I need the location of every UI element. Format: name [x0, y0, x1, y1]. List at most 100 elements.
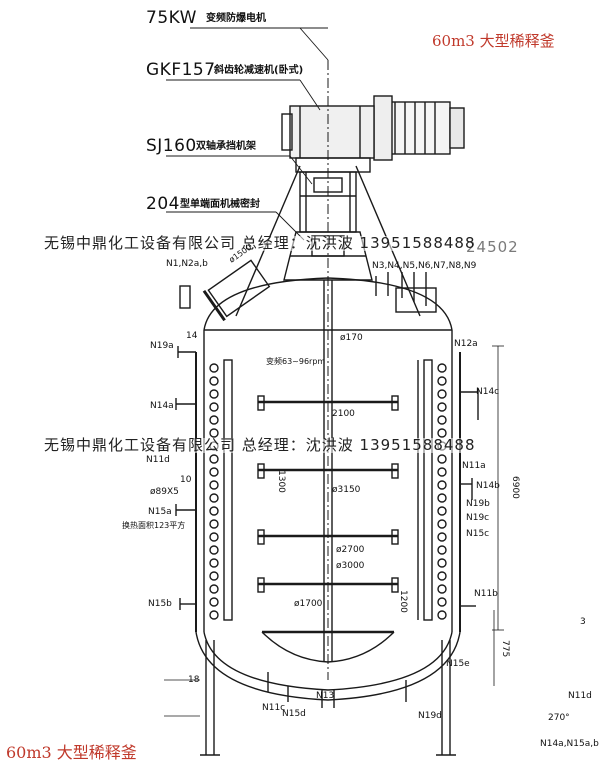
drawing-title-top: 60m3 大型稀释釜 — [432, 32, 555, 50]
coil-circle — [209, 493, 219, 503]
dim-1200: 1200 — [398, 590, 408, 613]
nozzle-n19d: N19d — [418, 711, 442, 721]
coil-circle — [437, 597, 447, 607]
dim-angle-270: 270° — [548, 713, 570, 723]
nozzle-n15b: N15b — [148, 599, 172, 609]
coil-circle — [209, 428, 219, 438]
dim-shaft: ø170 — [340, 333, 363, 343]
coil-circle — [209, 571, 219, 581]
nozzle-n1-group: N1,N2a,b — [166, 259, 208, 269]
watermark-1: 无锡中鼎化工设备有限公司 总经理：沈洪波 13951588488 — [44, 234, 476, 252]
nozzle-n14-bottom-group: N14a,N15a,b — [540, 739, 599, 749]
coil-circle — [437, 428, 447, 438]
coil-circle — [437, 610, 447, 620]
dim-10: 10 — [180, 475, 192, 485]
nozzle-n11a: N11a — [462, 461, 486, 471]
dim-1300: 1300 — [276, 470, 286, 493]
coil-circle — [437, 584, 447, 594]
coil-circle — [209, 467, 219, 477]
nozzle-n14a: N14a — [150, 401, 174, 411]
callout-motor-code: 75KW — [146, 8, 197, 28]
coil-circle — [437, 415, 447, 425]
callout-frame-code: SJ160 — [146, 136, 197, 156]
impeller-bottom — [261, 630, 395, 663]
coil-circle — [437, 558, 447, 568]
callout-seal-desc: 型单端面机械密封 — [180, 199, 260, 210]
vessel-bottom-head — [203, 631, 453, 691]
callout-frame-desc: 双轴承挡机架 — [196, 141, 256, 152]
coil-circle — [437, 467, 447, 477]
nozzle-n11c: N11c — [262, 703, 286, 713]
nozzle-n11b: N11b — [474, 589, 498, 599]
coil-circle — [437, 402, 447, 412]
motor-body — [387, 101, 451, 155]
coil-circle — [209, 558, 219, 568]
watermark-2: 无锡中鼎化工设备有限公司 总经理：沈洪波 13951588488 — [44, 436, 476, 454]
impeller-1 — [257, 395, 399, 411]
coil-circle — [437, 532, 447, 542]
dim-3: 3 — [580, 617, 586, 627]
dim-2100: 2100 — [332, 409, 355, 419]
coil-circle — [437, 454, 447, 464]
coil-circle — [209, 610, 219, 620]
drawing-title-bottom: 60m3 大型稀释釜 — [6, 743, 137, 762]
coil-circle — [209, 597, 219, 607]
nozzle-n14b: N14b — [476, 481, 500, 491]
coil-circle — [209, 389, 219, 399]
nozzle-n14c: N14c — [476, 387, 500, 397]
dim-14: 14 — [186, 331, 198, 341]
impeller-4 — [257, 577, 399, 593]
nozzle-n15d: N15d — [282, 709, 306, 719]
dim-6900: 6900 — [510, 476, 520, 499]
coil-circle — [209, 480, 219, 490]
callout-motor-desc: 变频防爆电机 — [206, 13, 266, 24]
coil-circle — [437, 480, 447, 490]
dim-18: 18 — [188, 675, 200, 685]
coil-circle — [437, 545, 447, 555]
impeller-3 — [257, 529, 399, 545]
nozzle-n15a: N15a — [148, 507, 172, 517]
coil-circle — [437, 389, 447, 399]
coil-circle — [209, 454, 219, 464]
coil-circle — [437, 376, 447, 386]
coil-circle — [209, 532, 219, 542]
coil-right — [437, 363, 447, 620]
nozzle-n15e: N15e — [446, 659, 470, 669]
coil-circle — [437, 506, 447, 516]
nozzle-n13: N13 — [316, 691, 335, 701]
dim-jacket-area: 换热面积123平方 — [122, 521, 186, 530]
nozzle-n19c: N19c — [466, 513, 490, 523]
dim-1700: ø1700 — [294, 599, 323, 609]
dim-2700: ø2700 — [336, 545, 365, 555]
manhole — [207, 259, 271, 318]
nozzle-n12a: N12a — [454, 339, 478, 349]
coil-circle — [437, 493, 447, 503]
nozzle-n11d: N11d — [146, 455, 170, 465]
nozzle-n11d-right: N11d — [568, 691, 592, 701]
dim-3000: ø3000 — [336, 561, 365, 571]
impeller-2 — [257, 463, 399, 479]
coil-circle — [209, 519, 219, 529]
dim-3150: ø3150 — [332, 485, 361, 495]
dim-775: 775 — [500, 640, 510, 658]
nozzle-top-group: N3,N4,N5,N6,N7,N8,N9 — [372, 261, 477, 271]
nozzle-n15c: N15c — [466, 529, 490, 539]
coil-circle — [209, 584, 219, 594]
callout-seal-code: 204 — [146, 194, 180, 214]
dim-89x5: ø89X5 — [150, 487, 179, 497]
coil-circle — [209, 363, 219, 373]
nozzle-n19a: N19a — [150, 341, 174, 351]
coil-circle — [209, 376, 219, 386]
coil-circle — [209, 415, 219, 425]
coil-circle — [209, 402, 219, 412]
reducer-body — [289, 105, 375, 159]
coil-circle — [437, 571, 447, 581]
coil-circle — [437, 363, 447, 373]
callout-reducer-desc: 斜齿轮减速机(卧式) — [214, 65, 304, 76]
watermark-overlay: 24502 — [466, 238, 519, 256]
coil-circle — [209, 545, 219, 555]
coil-circle — [209, 506, 219, 516]
coil-circle — [437, 519, 447, 529]
